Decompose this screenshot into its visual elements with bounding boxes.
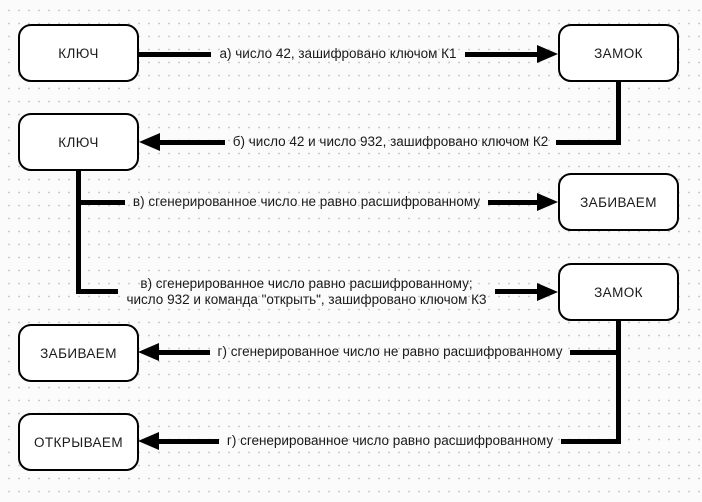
edge-v-ok-label-line2: число 932 и команда "открыть", зашифрова… <box>126 291 487 307</box>
node-open-left-label: ОТКРЫВАЕМ <box>34 434 123 450</box>
arrowhead-right-icon <box>537 282 558 301</box>
connector-line <box>159 438 219 444</box>
arrowhead-left-icon <box>138 343 159 361</box>
edge-v-fail: в) сгенерированное число не равно расшиф… <box>76 190 559 214</box>
node-lock-2-label: ЗАМОК <box>594 284 643 300</box>
node-key-1: КЛЮЧ <box>18 24 139 82</box>
edge-v-ok: в) сгенерированное число равно расшифров… <box>76 271 558 312</box>
edge-v-ok-label-line1: в) сгенерированное число равно расшифров… <box>140 275 473 291</box>
connector-line <box>76 289 119 294</box>
edge-g-ok-label: г) сгенерированное число равно расшифров… <box>226 433 554 448</box>
connector-line <box>139 51 212 57</box>
connector-line <box>159 349 210 355</box>
edge-v-fail-label: в) сгенерированное число не равно расшиф… <box>132 194 481 209</box>
connector-line <box>488 199 538 205</box>
edge-g-fail: г) сгенерированное число не равно расшиф… <box>138 340 622 364</box>
connector-line <box>160 139 225 145</box>
edge-b-label: б) число 42 и число 932, зашифровано клю… <box>232 134 549 149</box>
arrowhead-left-icon <box>138 432 159 450</box>
node-lock-1: ЗАМОК <box>558 24 679 82</box>
node-key-1-label: КЛЮЧ <box>58 45 99 61</box>
node-lock-2: ЗАМОК <box>558 263 679 321</box>
connector-line-lock2-down <box>616 321 621 444</box>
connector-line <box>464 51 537 57</box>
edge-g-ok: г) сгенерированное число равно расшифров… <box>138 429 622 453</box>
node-lock-1-label: ЗАМОК <box>594 45 643 61</box>
connector-line-key2-down <box>76 171 81 294</box>
connector-line <box>561 438 622 444</box>
arrowhead-left-icon <box>139 133 160 151</box>
node-key-2-label: КЛЮЧ <box>58 134 99 150</box>
edge-g-fail-label: г) сгенерированное число не равно расшиф… <box>217 344 563 359</box>
connector-line <box>494 289 537 294</box>
edge-v-ok-label: в) сгенерированное число равно расшифров… <box>126 276 486 308</box>
connector-line-lock1-down <box>616 82 621 145</box>
node-key-2: КЛЮЧ <box>18 113 139 171</box>
edge-b: б) число 42 и число 932, зашифровано клю… <box>139 130 621 154</box>
connector-line <box>556 139 621 145</box>
connector-line <box>570 349 622 355</box>
arrowhead-right-icon <box>537 45 558 63</box>
node-jam-right: ЗАБИВАЕМ <box>558 173 679 231</box>
connector-line <box>76 199 125 205</box>
edge-a-label: а) число 42, зашифровано ключом К1 <box>219 46 457 61</box>
arrowhead-right-icon <box>537 193 559 211</box>
node-open-left: ОТКРЫВАЕМ <box>18 413 139 471</box>
edge-a: а) число 42, зашифровано ключом К1 <box>139 42 558 66</box>
node-jam-left-label: ЗАБИВАЕМ <box>40 345 117 361</box>
node-jam-left: ЗАБИВАЕМ <box>18 324 139 382</box>
node-jam-right-label: ЗАБИВАЕМ <box>580 194 657 210</box>
